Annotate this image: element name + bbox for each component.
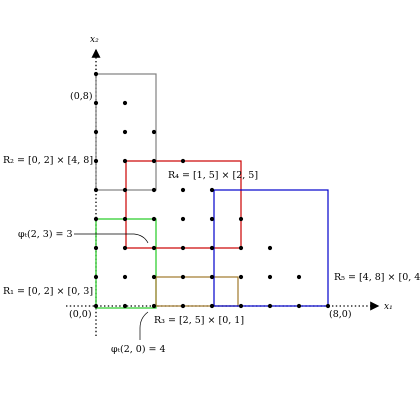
lattice-dot	[180, 216, 186, 222]
lattice-dot	[180, 187, 186, 193]
lattice-dot	[93, 71, 99, 77]
lattice-dot	[209, 303, 215, 309]
region-label-r1: R₁ = [0, 2] × [0, 3]	[3, 286, 93, 297]
lattice-dot	[296, 303, 302, 309]
lattice-dot	[209, 187, 215, 193]
lattice-dots	[93, 71, 331, 309]
lattice-dot	[151, 303, 157, 309]
y-top-label: (0,8)	[70, 91, 93, 102]
lattice-dot	[122, 245, 128, 251]
lattice-dot	[238, 274, 244, 280]
lattice-dot	[93, 129, 99, 135]
lattice-dot	[93, 216, 99, 222]
region-label-r3: R₃ = [2, 5] × [0, 1]	[154, 315, 244, 326]
region-r3-rect	[155, 276, 239, 307]
lattice-dot	[180, 158, 186, 164]
x-axis-label: x₁	[384, 302, 393, 312]
lattice-dot	[93, 100, 99, 106]
lattice-dot	[267, 303, 273, 309]
lattice-dot	[122, 274, 128, 280]
phi-23-leader	[74, 233, 149, 244]
lattice-dot	[151, 216, 157, 222]
lattice-dot	[151, 245, 157, 251]
lattice-dot	[122, 216, 128, 222]
lattice-dot	[122, 187, 128, 193]
lattice-dot	[325, 303, 331, 309]
lattice-dot	[122, 100, 128, 106]
phi-23-annotation: φₜ(2, 3) = 3	[18, 229, 73, 240]
lattice-dot	[122, 303, 128, 309]
region-label-r5: R₅ = [4, 8] × [0, 4]	[334, 272, 420, 283]
lattice-dot	[267, 274, 273, 280]
lattice-dot	[180, 245, 186, 251]
lattice-dot	[151, 187, 157, 193]
lattice-dot	[93, 303, 99, 309]
lattice-dot	[151, 129, 157, 135]
lattice-dot	[122, 158, 128, 164]
lattice-dot	[93, 245, 99, 251]
lattice-dot	[93, 274, 99, 280]
lattice-dot	[209, 245, 215, 251]
lattice-dot	[151, 274, 157, 280]
lattice-dot	[93, 158, 99, 164]
lattice-dot	[238, 245, 244, 251]
lattice-dot	[238, 216, 244, 222]
x-end-label: (8,0)	[329, 309, 352, 320]
lattice-dot	[296, 274, 302, 280]
lattice-dot	[209, 274, 215, 280]
origin-label: (0,0)	[69, 309, 92, 320]
phi-20-leader	[139, 311, 149, 340]
lattice-dot	[93, 187, 99, 193]
lattice-dot	[180, 274, 186, 280]
lattice-dot	[180, 303, 186, 309]
lattice-dot	[267, 245, 273, 251]
lattice-dot	[151, 158, 157, 164]
lattice-dot	[122, 129, 128, 135]
lattice-dot	[238, 303, 244, 309]
region-label-r2: R₂ = [0, 2] × [4, 8]	[3, 155, 93, 166]
y-axis-label: x₂	[90, 35, 99, 45]
phi-20-annotation: φₜ(2, 0) = 4	[111, 344, 166, 355]
region-label-r4: R₄ = [1, 5] × [2, 5]	[168, 170, 258, 181]
lattice-dot	[209, 216, 215, 222]
